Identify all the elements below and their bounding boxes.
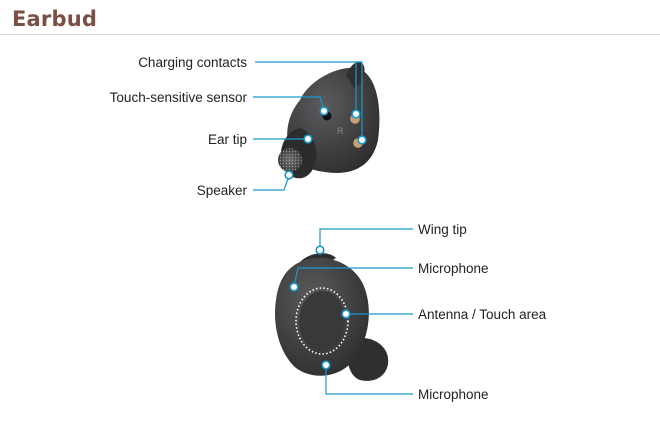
callout-labels: Charging contacts Touch-sensitive sensor… [110, 55, 547, 402]
point-charging-bottom [357, 135, 367, 145]
earbud-back-view-icon: R [278, 61, 380, 179]
leader-wing-tip [319, 228, 413, 250]
label-ear-tip: Ear tip [208, 132, 247, 147]
label-charging-contacts: Charging contacts [138, 55, 247, 70]
point-microphone-top [289, 282, 299, 292]
label-microphone-top: Microphone [418, 261, 489, 276]
leader-speaker [253, 175, 290, 191]
leader-lines [253, 61, 413, 395]
label-speaker: Speaker [197, 183, 248, 198]
title-divider [0, 34, 660, 35]
point-ear-tip [303, 134, 313, 144]
label-wing-tip: Wing tip [418, 222, 467, 237]
leader-touch-sensor [253, 96, 325, 112]
point-charging-top [351, 109, 361, 119]
leader-microphone-top [293, 267, 413, 287]
touch-area-pad [299, 291, 345, 351]
point-antenna [341, 309, 351, 319]
point-wing-tip [315, 245, 325, 255]
leader-microphone-bottom [325, 366, 413, 395]
section-title: Earbud [12, 7, 98, 31]
antenna-outline [295, 287, 349, 355]
point-touch-sensor [319, 106, 329, 116]
side-marker-r: R [337, 126, 344, 136]
earbud-front-view-icon [274, 253, 389, 381]
earbud-back-wing [346, 61, 365, 88]
label-microphone-bottom: Microphone [418, 387, 489, 402]
callout-points [284, 106, 367, 370]
point-microphone-bottom [321, 360, 331, 370]
label-antenna-touch: Antenna / Touch area [418, 307, 547, 322]
point-speaker [284, 170, 294, 180]
label-touch-sensor: Touch-sensitive sensor [110, 90, 248, 105]
